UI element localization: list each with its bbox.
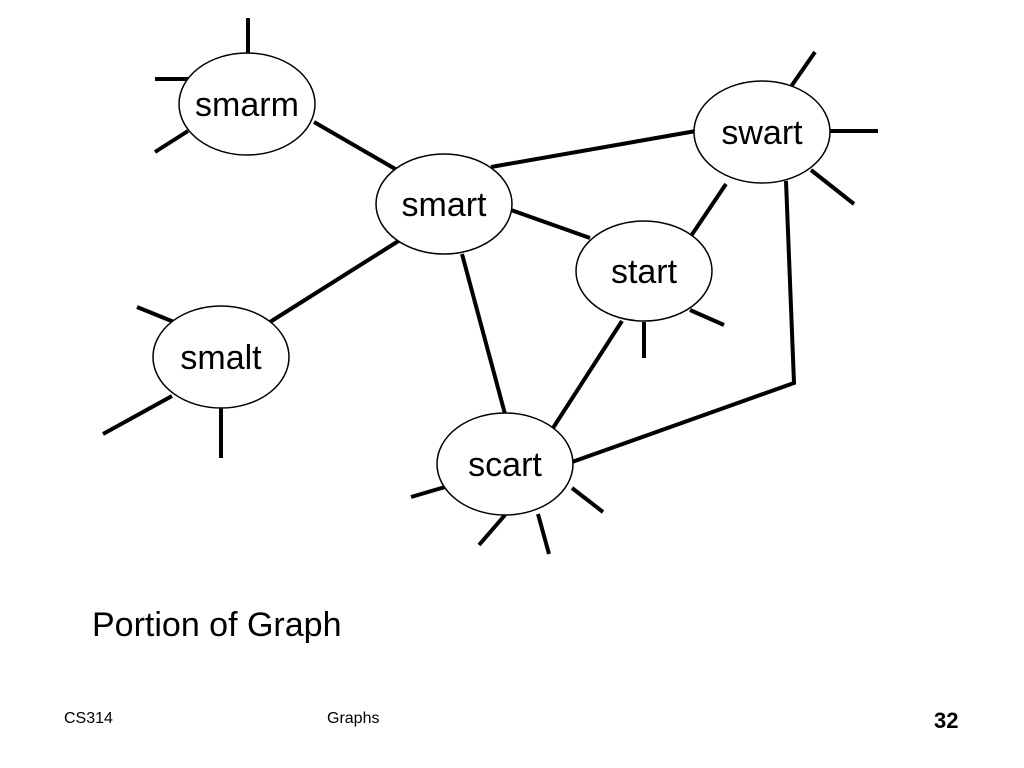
edge-swart-scart bbox=[571, 180, 797, 464]
node-ellipse bbox=[375, 153, 513, 255]
node-ellipse bbox=[693, 80, 831, 184]
edge-stub bbox=[477, 513, 507, 547]
diagram-caption: Portion of Graph bbox=[92, 606, 342, 644]
edge-stub bbox=[570, 486, 605, 514]
edge-smarm-smart bbox=[312, 120, 399, 172]
stubs-layer bbox=[102, 18, 878, 555]
node-label: start bbox=[611, 253, 678, 291]
edge-stub bbox=[689, 308, 725, 327]
footer-course: CS314 bbox=[64, 710, 113, 727]
node-ellipse bbox=[178, 52, 316, 156]
node-scart: scart bbox=[436, 412, 574, 516]
graph-diagram: smarm smart swart start smalt scart bbox=[102, 18, 878, 555]
edge-stub bbox=[136, 305, 175, 324]
node-label: scart bbox=[468, 446, 542, 484]
edge-stub bbox=[809, 168, 856, 206]
node-label: smalt bbox=[180, 339, 262, 377]
edge-start-scart bbox=[551, 319, 624, 430]
edge-stub bbox=[788, 50, 817, 90]
edge-stub bbox=[153, 129, 190, 154]
node-swart: swart bbox=[693, 80, 831, 184]
edges-layer bbox=[268, 120, 797, 464]
edge-stub bbox=[410, 485, 446, 499]
node-ellipse bbox=[575, 220, 713, 322]
page-number: 32 bbox=[934, 708, 959, 733]
edge-smart-scart bbox=[460, 253, 507, 415]
edge-swart-start bbox=[689, 182, 728, 238]
node-start: start bbox=[575, 220, 713, 322]
node-ellipse bbox=[436, 412, 574, 516]
edge-stub bbox=[536, 513, 551, 555]
node-smalt: smalt bbox=[152, 305, 290, 409]
node-label: smart bbox=[402, 186, 488, 224]
node-label: smarm bbox=[195, 86, 299, 124]
node-smarm: smarm bbox=[178, 52, 316, 156]
node-ellipse bbox=[152, 305, 290, 409]
footer-topic: Graphs bbox=[327, 710, 380, 727]
node-label: swart bbox=[721, 114, 803, 152]
node-smart: smart bbox=[375, 153, 513, 255]
edge-smart-start bbox=[510, 208, 591, 240]
edge-smart-smalt bbox=[268, 238, 402, 324]
edge-stub bbox=[102, 394, 173, 436]
nodes-layer: smarm smart swart start smalt scart bbox=[152, 52, 831, 516]
edge-smart-swart bbox=[490, 129, 697, 169]
